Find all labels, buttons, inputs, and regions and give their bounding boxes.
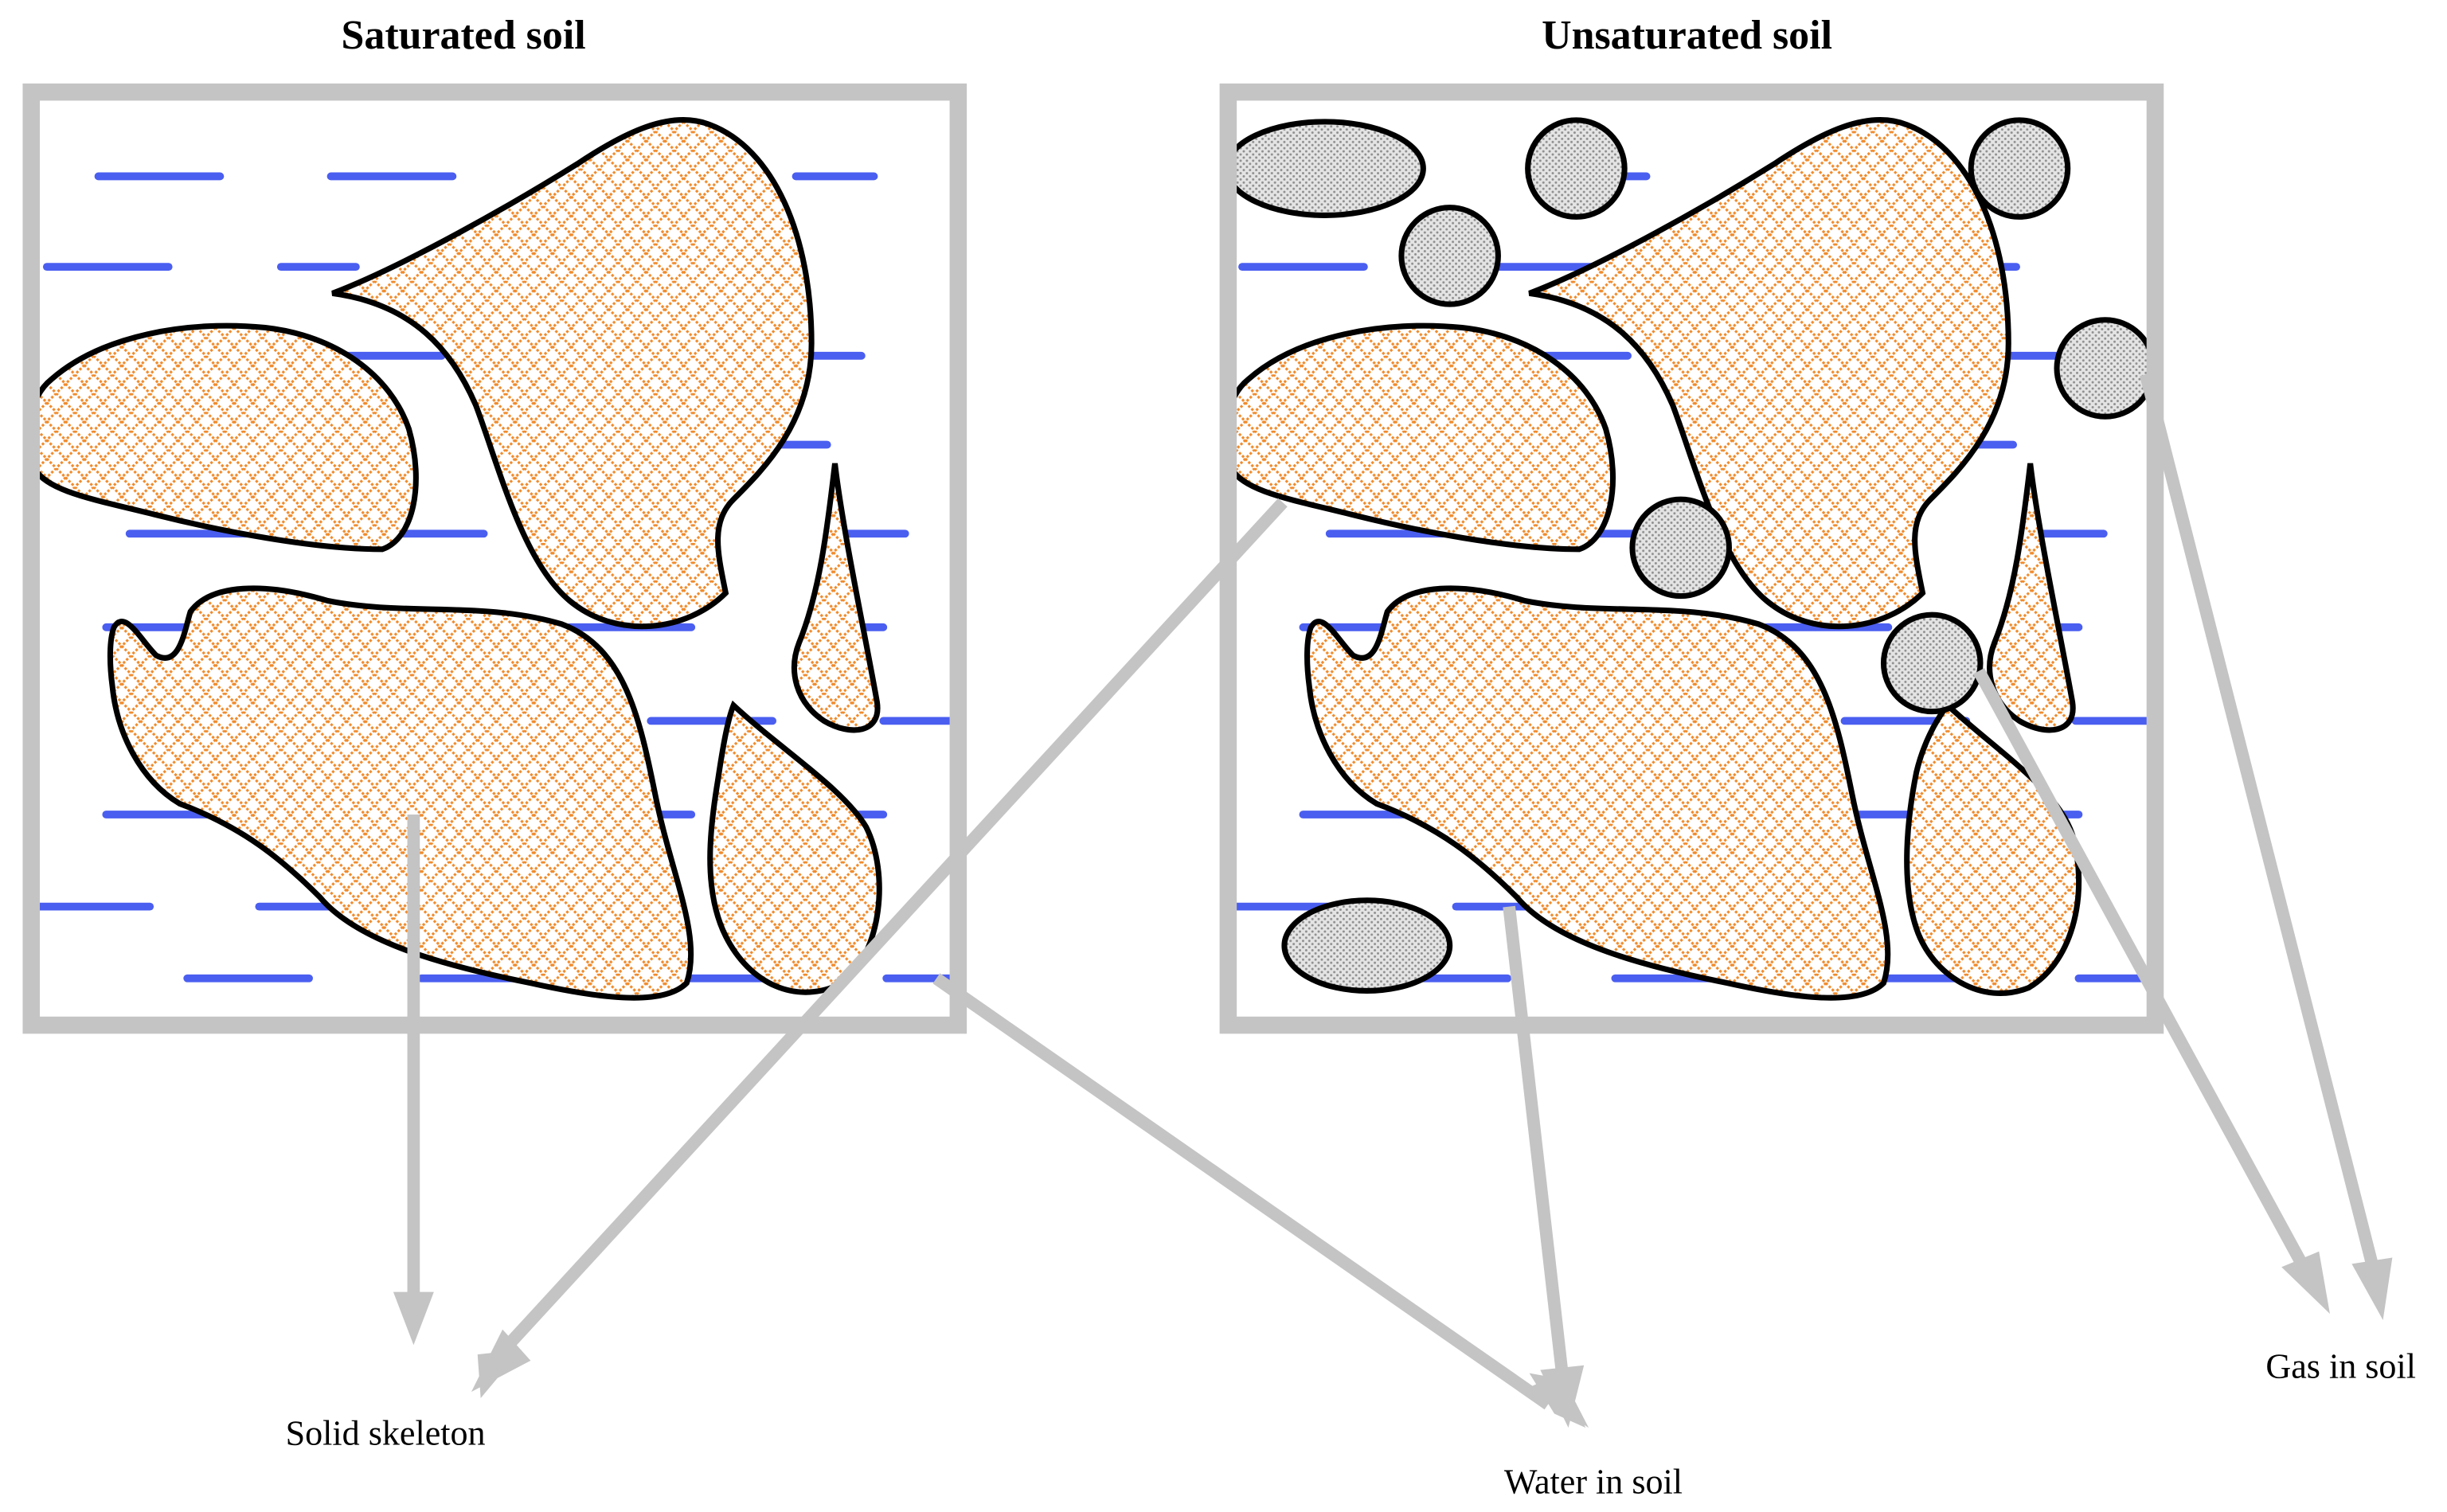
pointer-arrows <box>393 373 2393 1428</box>
solid-particle <box>1222 322 1616 553</box>
solid-particle <box>1987 463 2076 733</box>
arrow-gas-right <box>2140 373 2379 1266</box>
label-water-in-soil: Water in soil <box>1504 1462 1683 1501</box>
solid-particle <box>25 322 419 553</box>
gas-bubble <box>1968 117 2071 220</box>
title-unsaturated-soil: Unsaturated soil <box>1542 13 1832 58</box>
solid-particle <box>791 463 881 733</box>
solid-particles-right <box>1222 117 2082 1001</box>
arrow-solid-skeleton-right <box>498 498 1288 1356</box>
gas-bubble <box>1223 119 1426 218</box>
gas-bubble <box>1525 117 1628 220</box>
unsaturated-soil-panel <box>1219 83 2164 1034</box>
solid-particle <box>107 585 694 1001</box>
arrow-water-left <box>932 973 1552 1410</box>
arrowhead <box>393 1291 434 1346</box>
arrow-gas-left <box>1973 667 2308 1268</box>
gas-bubble <box>1629 496 1732 600</box>
saturated-soil-frame <box>22 83 967 1034</box>
solid-particle <box>1528 117 2011 630</box>
title-saturated-soil: Saturated soil <box>341 13 585 58</box>
saturated-soil-panel <box>22 83 967 1034</box>
gas-bubble <box>1281 897 1453 994</box>
gas-bubbles <box>1223 117 2157 994</box>
solid-particle <box>1904 701 2082 996</box>
arrowhead <box>2281 1251 2330 1315</box>
solid-particle <box>1304 585 1891 1001</box>
arrow-water-right <box>1503 905 1569 1374</box>
arrowhead <box>2351 1257 2393 1320</box>
gas-bubble <box>1880 611 1984 715</box>
label-solid-skeleton: Solid skeleton <box>286 1414 486 1453</box>
gas-bubble <box>1398 205 1501 307</box>
solid-particle <box>331 117 815 630</box>
arrowhead <box>1540 1365 1585 1428</box>
gas-bubble <box>2054 317 2157 420</box>
solid-particles-left <box>25 117 882 1001</box>
label-gas-in-soil: Gas in soil <box>2265 1346 2416 1385</box>
arrowhead <box>471 1329 531 1393</box>
solid-particle <box>707 700 882 995</box>
